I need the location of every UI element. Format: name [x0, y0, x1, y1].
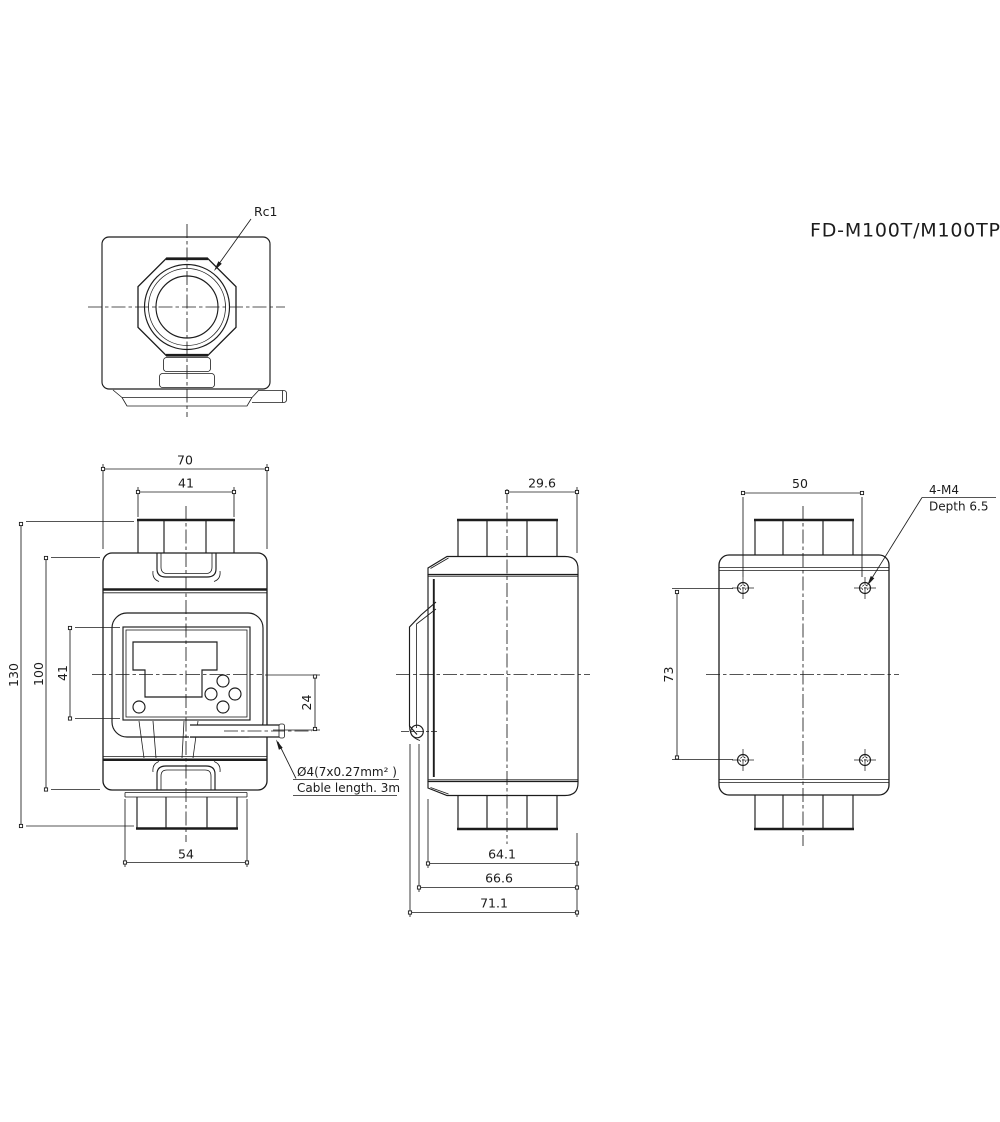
mount-note-line1: 4-M4	[929, 483, 959, 497]
side-bottom-cap	[427, 780, 579, 797]
front-bottom-washer	[124, 792, 248, 798]
top-view-step-2	[159, 373, 215, 388]
mount-note-line2: Depth 6.5	[929, 500, 988, 514]
side-dim-terminators	[407, 489, 580, 915]
side-centerlines	[396, 489, 590, 844]
rc1-leader-line	[215, 218, 252, 269]
mount-note-leader	[869, 497, 923, 583]
dim-24-lines	[265, 674, 320, 731]
mount-hole-bottom-left	[732, 749, 754, 771]
cable-note-arrow	[276, 739, 283, 750]
dim-50-lines	[742, 492, 863, 577]
lcd-display-window	[132, 641, 218, 698]
rc1-leader-arrow	[214, 261, 222, 271]
display-panel-inner	[125, 629, 248, 718]
display-panel-outer	[122, 626, 251, 721]
cable-note-underlines	[293, 779, 399, 796]
dim-130-label: 130	[6, 663, 21, 687]
front-centerlines	[92, 506, 262, 842]
mount-note-arrow	[867, 576, 875, 586]
front-body-outline	[102, 552, 268, 791]
back-bottom-nut	[754, 795, 854, 828]
back-bottom-seam	[719, 779, 889, 783]
dim-100-lines	[45, 557, 100, 790]
top-view-centerlines	[88, 224, 285, 417]
drawing-title: FD-M100T/M100TP	[810, 220, 1000, 242]
dim-64-1-lines	[427, 799, 577, 868]
side-bezel-inner	[416, 608, 437, 728]
port-thread-label: Rc1	[254, 204, 278, 219]
front-dim-terminators	[18, 466, 318, 865]
back-dim-terminators	[674, 490, 865, 760]
port-mid-circle	[148, 268, 226, 346]
button-right	[228, 687, 242, 701]
display-bezel	[111, 612, 264, 738]
front-top-boss-inner	[160, 553, 213, 574]
dim-29-6-label: 29.6	[528, 476, 556, 491]
cable-tube	[190, 724, 279, 738]
side-view: 29.6 64.1 66.6 71.1	[396, 476, 590, 917]
dim-73-label: 73	[661, 667, 676, 683]
cable-note-line2: Cable length. 3m	[297, 781, 400, 795]
port-bore-circle	[155, 275, 219, 339]
back-view: 50 73 4-M4 Depth 6.5	[661, 476, 996, 846]
dim-64-1-label: 64.1	[488, 847, 516, 862]
top-view-body-outline	[101, 236, 271, 390]
port-octagon-flats	[166, 257, 208, 357]
dim-71-1-label: 71.1	[480, 896, 508, 911]
side-bottom-nut	[457, 796, 558, 828]
back-top-seam	[719, 567, 889, 571]
dim-66-6-label: 66.6	[485, 871, 513, 886]
side-body-faces	[427, 574, 579, 782]
button-left	[204, 687, 218, 701]
dim-54-label: 54	[178, 847, 194, 862]
back-top-nut	[754, 521, 854, 555]
mount-hole-top-left	[732, 577, 754, 599]
front-top-nut	[137, 521, 235, 553]
top-view-step-1	[163, 357, 211, 372]
back-centerlines	[706, 506, 899, 846]
dim-100-label: 100	[31, 662, 46, 686]
dim-73-lines	[672, 588, 733, 760]
side-bezel-outer	[408, 601, 437, 735]
dim-130-lines	[20, 521, 134, 827]
side-top-cap	[427, 555, 579, 576]
side-top-cap-detail	[428, 557, 578, 577]
dim-50-label: 50	[792, 476, 808, 491]
dim-70-lines	[102, 464, 268, 549]
dim-29-6-lines	[507, 487, 578, 553]
dim-24-label: 24	[299, 695, 314, 711]
dim-41-top-label: 41	[178, 476, 194, 491]
top-view-flange	[112, 389, 260, 407]
dim-41-panel-label: 41	[55, 665, 70, 681]
button-down	[216, 700, 230, 714]
front-bottom-boss-outer	[156, 765, 216, 790]
dim-71-1-lines	[409, 744, 578, 917]
dim-41-panel-lines	[69, 627, 120, 719]
side-bottom-cap-detail	[428, 779, 578, 795]
dim-70-label: 70	[177, 453, 193, 468]
top-view-side-tab	[252, 390, 287, 403]
front-bottom-boss-arcs	[152, 761, 221, 773]
button-up	[216, 674, 230, 688]
front-bottom-boss-inner	[160, 769, 212, 790]
back-body-outline	[718, 554, 890, 796]
top-view: Rc1	[88, 204, 287, 417]
dim-66-6-lines	[418, 744, 577, 892]
port-outer-circle	[143, 263, 231, 351]
front-view: 70 41 130 100 41 24 54 Ø4(7x0.27mm² ) Ca…	[6, 453, 400, 867]
front-top-boss-arcs	[152, 570, 221, 582]
side-top-nut	[457, 521, 558, 556]
cable-note-line1: Ø4(7x0.27mm² )	[297, 765, 397, 779]
front-top-boss-outer	[156, 553, 217, 578]
front-bottom-nut	[136, 797, 238, 828]
button-mode	[132, 700, 146, 714]
mount-hole-bottom-right	[854, 749, 876, 771]
cable-boot	[138, 720, 199, 759]
mount-hole-top-right	[854, 577, 876, 599]
dim-54-lines	[124, 799, 248, 867]
